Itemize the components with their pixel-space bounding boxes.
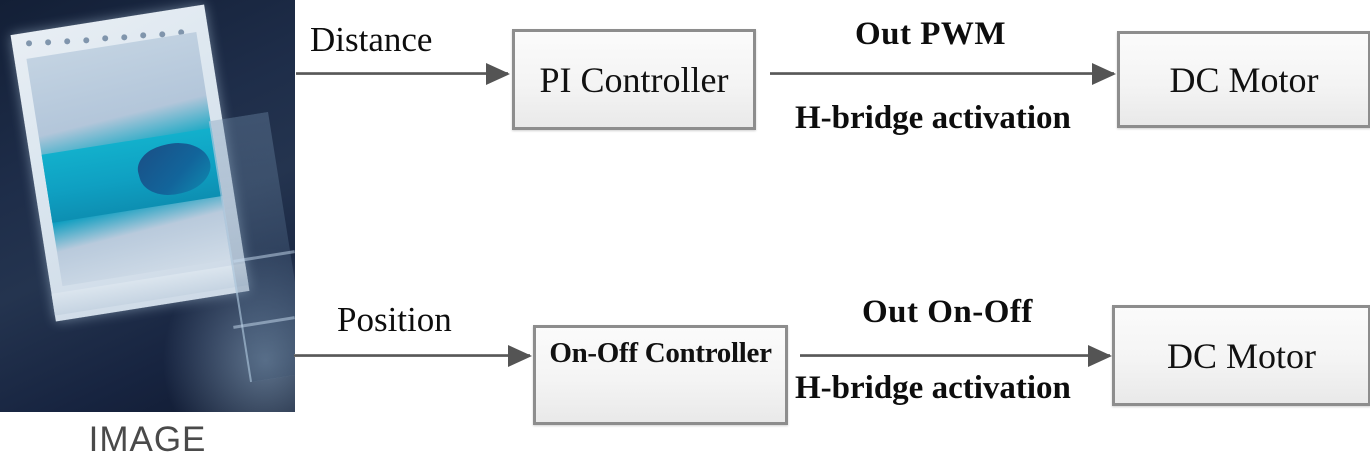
block-on-off-controller[interactable]: On-Off Controller: [533, 325, 788, 425]
label-h-bridge-activation-bottom: H-bridge activation: [795, 370, 1071, 406]
arrow-pi-to-motor: [770, 62, 1116, 85]
arrow-position-to-onoff: [294, 344, 532, 367]
block-on-off-controller-label: On-Off Controller: [549, 337, 772, 369]
image-caption: IMAGE: [88, 420, 207, 459]
arrow-head-icon: [508, 344, 532, 367]
block-dc-motor-bottom-label: DC Motor: [1166, 335, 1316, 376]
arrow-shaft: [296, 72, 508, 75]
photo-panel-screen: [26, 32, 233, 287]
block-pi-controller-label: PI Controller: [539, 59, 729, 100]
source-image-photo: [0, 0, 295, 412]
arrow-shaft: [294, 354, 530, 357]
arrow-distance-to-pi: [296, 62, 510, 85]
arrow-head-icon: [486, 62, 510, 85]
label-distance: Distance: [310, 20, 433, 59]
arrow-shaft: [770, 72, 1114, 75]
arrow-head-icon: [1088, 344, 1112, 367]
block-dc-motor-top-label: DC Motor: [1169, 59, 1319, 100]
arrow-onoff-to-motor: [800, 344, 1112, 367]
arrow-shaft: [800, 354, 1110, 357]
label-out-pwm: Out PWM: [855, 16, 1007, 52]
block-dc-motor-bottom[interactable]: DC Motor: [1112, 305, 1370, 406]
block-pi-controller[interactable]: PI Controller: [512, 29, 756, 130]
label-out-on-off: Out On-Off: [862, 294, 1033, 330]
arrow-head-icon: [1092, 62, 1116, 85]
block-dc-motor-top[interactable]: DC Motor: [1117, 31, 1370, 128]
label-h-bridge-activation-top: H-bridge activation: [795, 100, 1071, 136]
label-position: Position: [337, 300, 452, 339]
